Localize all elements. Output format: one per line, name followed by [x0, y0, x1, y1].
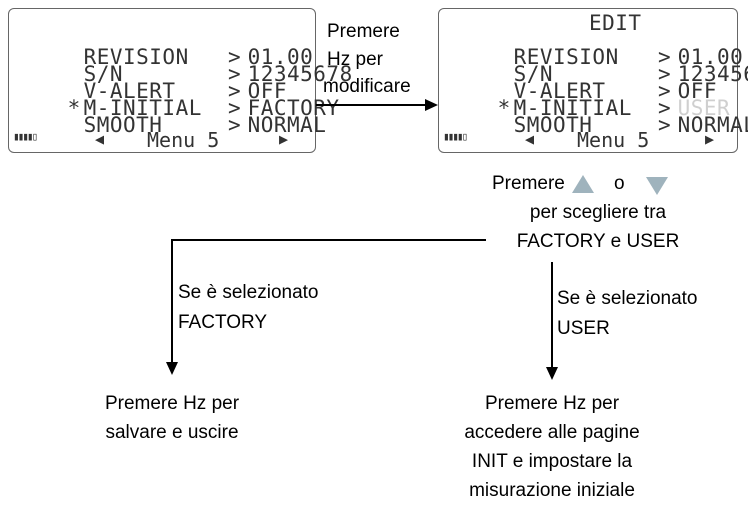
label-save-exit-2: salvare e uscire	[105, 422, 239, 443]
menu-left-arrow-icon: ◀	[525, 130, 535, 148]
lcd-row-m-initial: *M-INITIAL>FACTORY	[67, 95, 340, 121]
lcd-screen-edit: EDIT REVISION>01.00 S/N>12345678 V-ALERT…	[438, 8, 748, 153]
branch-line-horizontal	[171, 239, 486, 241]
label-access-init-2: accedere alle pagine	[464, 422, 640, 443]
arrow-head-to-edit	[425, 99, 438, 111]
label-press-choose-or: o	[614, 173, 625, 194]
label-access-init-3: INIT e impostare la	[471, 451, 633, 472]
lcd-row-revision: REVISION>01.00	[513, 44, 744, 70]
label-press-hz-modify-1: Premere	[327, 21, 400, 42]
down-arrow-icon	[646, 177, 668, 200]
lcd-row-smooth: SMOOTH>NORMAL	[513, 112, 748, 138]
label-access-init-4: misurazione iniziale	[469, 480, 635, 501]
menu-label: Menu 5	[147, 128, 220, 152]
lcd-row-smooth: SMOOTH>NORMAL	[83, 112, 327, 138]
battery-icon: ▮▮▮▮▯	[13, 130, 38, 143]
lcd-footer: ▮▮▮▮▯ ◀ Menu 5 ▶	[439, 128, 737, 152]
label-press-choose-a: Premere	[492, 173, 565, 194]
branch-line-factory-vertical	[171, 239, 173, 365]
label-press-choose-3: FACTORY e USER	[516, 231, 680, 252]
lcd-row-sn: S/N>12345678	[83, 61, 353, 87]
lcd-footer: ▮▮▮▮▯ ◀ Menu 5 ▶	[9, 128, 315, 152]
lcd-edit-header: EDIT	[589, 10, 642, 36]
menu-left-arrow-icon: ◀	[95, 130, 105, 148]
label-press-hz-modify-2: Hz per	[327, 49, 383, 70]
lcd-screen-before: REVISION>01.00 S/N>12345678 V-ALERT>OFF …	[8, 8, 352, 153]
label-press-choose-2: per scegliere tra	[529, 202, 667, 223]
label-if-factory-2: FACTORY	[178, 312, 268, 333]
arrow-head-user	[546, 367, 558, 380]
lcd-row-revision: REVISION>01.00	[83, 44, 314, 70]
arrow-head-factory	[166, 362, 178, 375]
label-press-hz-modify-3: modificare	[323, 76, 411, 97]
label-access-init-1: Premere Hz per	[484, 393, 620, 414]
menu-label: Menu 5	[577, 128, 650, 152]
label-save-exit-1: Premere Hz per	[104, 393, 240, 414]
arrow-line-to-edit	[316, 104, 426, 106]
up-arrow-icon	[572, 175, 594, 198]
battery-icon: ▮▮▮▮▯	[443, 130, 468, 143]
menu-right-arrow-icon: ▶	[279, 130, 289, 148]
lcd-row-v-alert: V-ALERT>OFF	[513, 78, 718, 104]
label-if-user-2: USER	[557, 318, 610, 339]
branch-line-user-vertical	[551, 262, 553, 370]
menu-right-arrow-icon: ▶	[705, 130, 715, 148]
label-if-factory-1: Se è selezionato	[178, 282, 319, 303]
lcd-row-m-initial: *M-INITIAL>USER	[497, 95, 731, 121]
lcd-row-v-alert: V-ALERT>OFF	[83, 78, 288, 104]
selected-value-user: USER	[677, 95, 731, 121]
lcd-row-sn: S/N>12345678	[513, 61, 748, 87]
label-if-user-1: Se è selezionato	[557, 288, 698, 309]
